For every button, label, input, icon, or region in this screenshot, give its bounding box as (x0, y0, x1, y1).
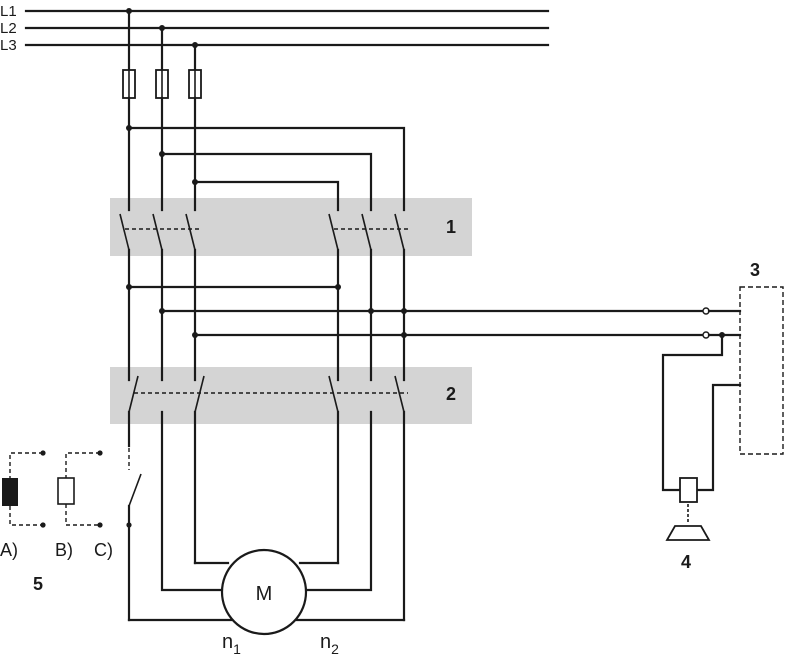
motor-label: M (256, 583, 273, 605)
legend-label: 5 (33, 574, 43, 594)
speed-label-n1: n1 (222, 631, 241, 657)
horn (665, 477, 711, 541)
contactor-1-contacts (119, 213, 408, 382)
auxiliary-switch (127, 473, 142, 622)
legend-option-a: A) (0, 540, 18, 560)
contactor-1-band (110, 198, 472, 256)
power-wiring (126, 96, 406, 212)
supply-lines: L1 L2 L3 (0, 3, 550, 54)
contactor-1-label: 1 (446, 217, 456, 237)
legend-option-b: B) (55, 540, 73, 560)
fuses (122, 66, 202, 102)
inter-contactor-wiring (126, 284, 706, 338)
legend-variants (2, 448, 132, 528)
supply-drops (126, 8, 198, 72)
contactor-2-band (110, 367, 472, 424)
speed-label-n2: n2 (320, 631, 339, 657)
horn-label: 4 (681, 552, 691, 572)
line-label-l1: L1 (0, 3, 17, 20)
contactor-2-label: 2 (446, 384, 456, 404)
control-unit (661, 286, 784, 492)
control-unit-label: 3 (750, 260, 760, 280)
line-label-l2: L2 (0, 20, 17, 37)
contactor-2-contacts (127, 375, 408, 622)
line-label-l3: L3 (0, 37, 17, 54)
motor: M (220, 548, 308, 636)
legend-option-c: C) (94, 540, 113, 560)
